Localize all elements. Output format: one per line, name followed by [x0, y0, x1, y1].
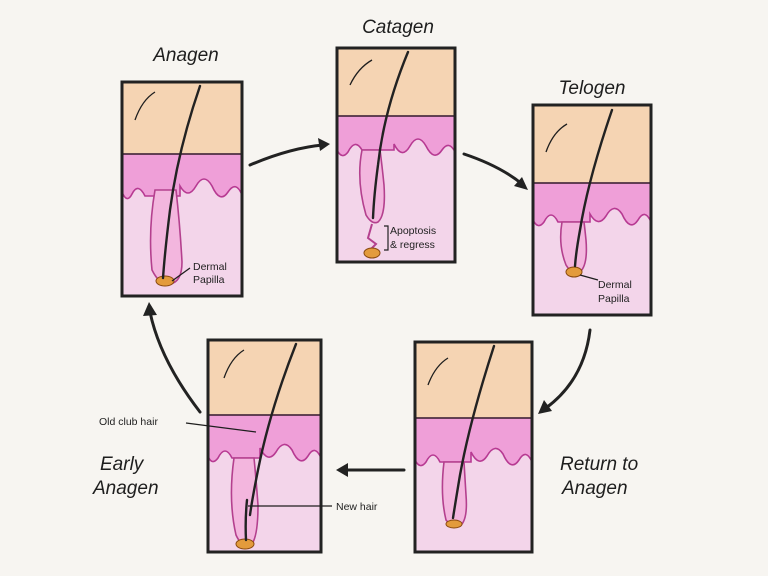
stage-title-anagen: Anagen	[152, 45, 219, 66]
panel-catagen: Catagen Apoptosis & regress	[335, 17, 457, 264]
apoptosis-label-1: Apoptosis	[390, 225, 436, 237]
apoptosis-label-2: & regress	[390, 239, 435, 251]
epidermis-layer	[208, 340, 321, 415]
arrow-anagen-to-catagen	[248, 143, 325, 167]
dermal-papilla	[565, 266, 583, 278]
cycle-arrows	[143, 138, 592, 477]
new-hair-shaft	[244, 498, 249, 542]
dermal-papilla	[155, 275, 175, 287]
dermal-papilla-label-1: Dermal	[598, 279, 632, 291]
old-club-hair-label: Old club hair	[99, 416, 158, 428]
hair-shaft	[451, 344, 496, 520]
dermal-papilla	[445, 519, 463, 529]
arrow-catagen-to-telogen	[462, 152, 524, 186]
dermal-papilla-label-2: Papilla	[193, 274, 225, 286]
stage-title-return-1: Return to	[560, 454, 638, 475]
dermal-papilla	[363, 247, 381, 259]
epidermis-layer	[415, 342, 532, 418]
old-club-hair	[248, 342, 298, 517]
hair-shaft	[371, 50, 410, 220]
new-hair-label: New hair	[336, 501, 378, 513]
stage-title-early-2: Anagen	[92, 478, 159, 499]
stage-title-catagen: Catagen	[362, 17, 434, 38]
dermal-ridge	[122, 153, 242, 200]
stage-title-early-1: Early	[100, 454, 145, 475]
panel-telogen: Telogen Dermal Papilla	[531, 78, 653, 317]
arrow-early-to-anagen	[148, 310, 202, 414]
arrow-telogen-to-return	[544, 328, 592, 410]
dermal-papilla-label-2: Papilla	[598, 293, 630, 305]
dermal-ridge	[415, 417, 532, 467]
stage-title-return-2: Anagen	[561, 478, 628, 499]
panel-anagen: Anagen Dermal Papilla	[120, 45, 244, 298]
dermal-ridge	[337, 115, 455, 157]
hair-shaft	[161, 84, 202, 280]
dermal-papilla-label-1: Dermal	[193, 261, 227, 273]
stage-title-telogen: Telogen	[559, 78, 626, 99]
panel-early-anagen: Early Anagen Old club hair New hair	[92, 338, 378, 554]
dermal-ridge	[533, 182, 651, 227]
panel-return-to-anagen: Return to Anagen	[413, 340, 638, 554]
hair-shaft	[573, 108, 614, 268]
epidermis-layer	[533, 105, 651, 183]
